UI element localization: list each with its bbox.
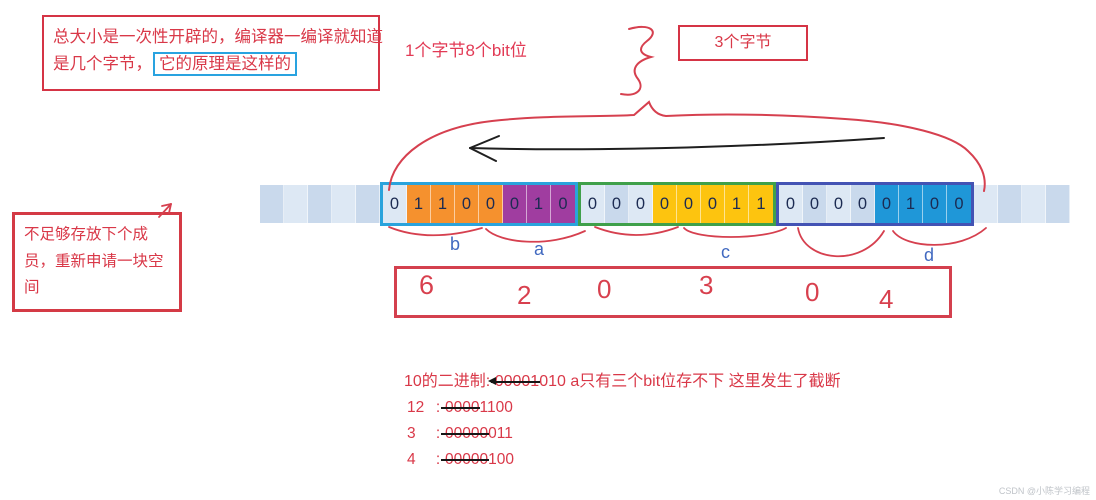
bit-cell-field-a: 0: [503, 185, 527, 223]
bit-cell: 0: [851, 185, 875, 223]
bit-cell-field-c: 1: [749, 185, 773, 223]
watermark: CSDN @小陈学习编程: [998, 486, 1090, 496]
three-bytes-box: 3个字节: [678, 25, 808, 61]
bit-cell: 0: [383, 185, 407, 223]
row-colon: :: [435, 425, 441, 442]
binary-row-4: 4:00000100: [407, 451, 514, 469]
empty-cell: [1022, 185, 1046, 223]
binary-row-12: 12:00001100: [407, 399, 514, 417]
top-note-line2: 是几个字节，它的原理是这样的: [53, 51, 369, 78]
bit-cell: 0: [827, 185, 851, 223]
binary-headline: 10的二进制: 00001010 a只有三个bit位存不下 这里发生了截断: [404, 367, 841, 391]
bit-cell: 0: [629, 185, 653, 223]
hex-digit-3: 3: [699, 270, 714, 300]
bit-cell-field-d: 0: [947, 185, 971, 223]
curly-brace-stroke: [620, 25, 655, 96]
hex-digit-4: 0: [805, 277, 820, 307]
row-value-label: 12: [407, 399, 425, 416]
bit-cell-field-a: 1: [527, 185, 551, 223]
bit-cell-field-b: 0: [479, 185, 503, 223]
empty-cell: [1046, 185, 1070, 223]
empty-cell: [974, 185, 998, 223]
byte-bits-note: 1个字节8个bit位: [405, 41, 527, 60]
empty-cell: [260, 185, 284, 223]
top-note-line1: 总大小是一次性开辟的，编译器一编译就知道: [53, 28, 383, 46]
bit-cell: 0: [803, 185, 827, 223]
empty-cell: [308, 185, 332, 223]
under-arcs: [388, 226, 987, 258]
bit-cell-field-c: 0: [653, 185, 677, 223]
row-kept-bits: 1100: [479, 399, 513, 416]
bit-cell-field-b: 1: [431, 185, 455, 223]
bit-cell-field-b: 0: [455, 185, 479, 223]
top-note-highlight-box: 它的原理是这样的: [153, 51, 297, 76]
row-struck-bits: 00000: [445, 425, 489, 442]
hex-digit-0: 6: [419, 270, 435, 300]
big-loop-stroke: [388, 100, 986, 192]
left-padding-cells: [260, 185, 380, 223]
headline-prefix: 10的二进制:: [404, 373, 495, 390]
left-note-box: 不足够存放下个成员，重新申请一块空间: [12, 212, 182, 312]
hex-bytes-box: 6 2 0 3 0 4: [394, 266, 952, 318]
headline-struck-bits: 00001: [487, 373, 540, 390]
bit-cell: 0: [605, 185, 629, 223]
row-colon: :: [435, 399, 441, 416]
bit-cell-field-c: 1: [725, 185, 749, 223]
hex-digit-2: 0: [597, 274, 612, 304]
field-label-d: d: [924, 245, 935, 265]
right-padding-cells: [974, 185, 1070, 223]
row-colon: :: [435, 451, 441, 468]
empty-cell: [332, 185, 356, 223]
row-kept-bits: 011: [488, 425, 513, 442]
empty-cell: [284, 185, 308, 223]
bit-cell-field-d: 1: [899, 185, 923, 223]
empty-cell: [356, 185, 380, 223]
headline-suffix: a只有三个bit位存不下 这里发生了截断: [565, 373, 841, 390]
bit-cell-field-a: 0: [551, 185, 575, 223]
top-note-box: 总大小是一次性开辟的，编译器一编译就知道 是几个字节，它的原理是这样的: [42, 15, 383, 91]
row-struck-bits: 0000: [445, 399, 480, 416]
field-label-a: a: [534, 239, 545, 259]
empty-cell: [998, 185, 1022, 223]
bit-cell-field-d: 0: [875, 185, 899, 223]
bit-cell-field-c: 0: [701, 185, 725, 223]
bit-cell-field-b: 1: [407, 185, 431, 223]
row-value-label: 4: [407, 451, 416, 468]
hex-digit-1: 2: [517, 280, 532, 310]
field-label-b: b: [450, 234, 461, 254]
binary-row-3: 3:00000011: [407, 425, 514, 443]
bit-cell-field-d: 0: [923, 185, 947, 223]
row-kept-bits: 100: [488, 451, 514, 468]
bit-cell: 0: [581, 185, 605, 223]
row-struck-bits: 00000: [445, 451, 489, 468]
field-label-c: c: [721, 242, 730, 262]
top-note-line2-prefix: 是几个字节，: [53, 54, 152, 73]
bit-cell: 0: [779, 185, 803, 223]
headline-kept-bits: 010: [539, 373, 566, 390]
bit-cell-field-c: 0: [677, 185, 701, 223]
left-arrow: [469, 135, 885, 162]
row-value-label: 3: [407, 425, 416, 442]
hex-digit-5: 4: [879, 284, 894, 314]
